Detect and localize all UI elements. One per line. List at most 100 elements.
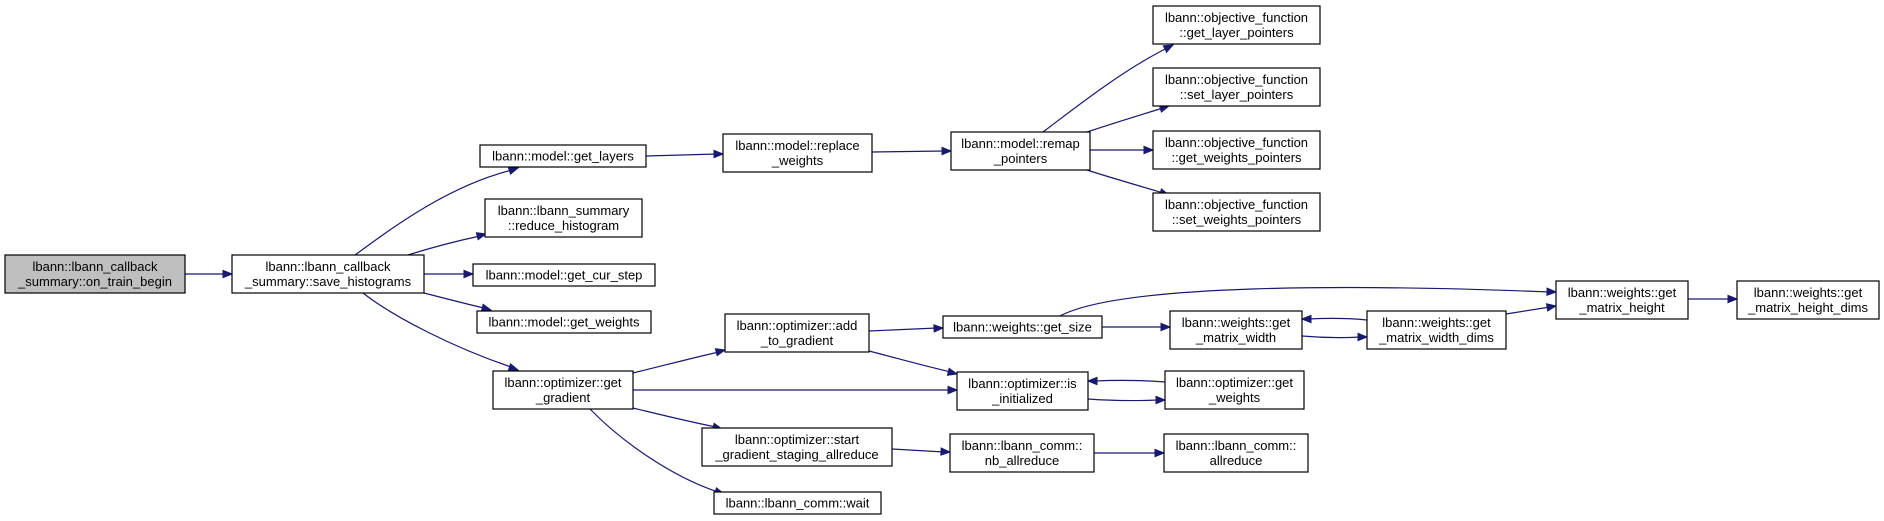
node-label-line: lbann::objective_function (1165, 10, 1308, 25)
edge-line (423, 292, 485, 309)
node-box (1366, 310, 1507, 350)
edge-line (1059, 286, 1551, 317)
edge-line (891, 448, 945, 453)
edge-line (632, 407, 717, 428)
node-label-line: lbann::weights::get_size (953, 320, 1092, 335)
edge-save-histograms-to-get-weights (423, 292, 493, 312)
node-comm-allreduce[interactable]: lbann::lbann_comm::allreduce (1163, 433, 1309, 473)
node-box (701, 427, 893, 467)
node-label-line: lbann::weights::get (1382, 315, 1491, 330)
node-is-initialized[interactable]: lbann::optimizer::is_initialized (956, 371, 1089, 411)
node-get-matrix-width-dims[interactable]: lbann::weights::get_matrix_width_dims (1366, 310, 1507, 350)
node-label-line: _summary::save_histograms (244, 274, 412, 289)
arrowhead-icon (480, 303, 493, 312)
arrowhead-icon (947, 385, 959, 395)
edge-remap-pointers-to-of-set-weights-pointers (1086, 169, 1171, 197)
arrowhead-icon (1162, 44, 1175, 54)
edge-line (362, 292, 512, 368)
edge-line (354, 169, 513, 256)
node-of-set-weights-pointers[interactable]: lbann::objective_function::set_weights_p… (1152, 192, 1321, 232)
node-label-line: _weights (771, 153, 824, 168)
node-label-line: ::get_weights_pointers (1171, 150, 1302, 165)
node-of-set-layer-pointers[interactable]: lbann::objective_function::set_layer_poi… (1152, 67, 1321, 107)
node-get-matrix-height[interactable]: lbann::weights::get_matrix_height (1555, 280, 1689, 320)
node-start-gradient-staging[interactable]: lbann::optimizer::start_gradient_staging… (701, 427, 893, 467)
node-box (476, 310, 652, 334)
edge-save-histograms-to-get-cur-step (424, 269, 475, 279)
node-label-line: ::set_weights_pointers (1172, 212, 1302, 227)
edge-optimizer-get-gradient-to-add-to-gradient (632, 348, 727, 374)
node-label-line: lbann::objective_function (1165, 197, 1308, 212)
edge-line (871, 150, 946, 153)
arrowhead-icon (1546, 287, 1558, 297)
node-box (484, 198, 643, 238)
node-add-to-gradient[interactable]: lbann::optimizer::add_to_gradient (724, 313, 870, 353)
node-label-line: _gradient (535, 390, 591, 405)
node-get-weights[interactable]: lbann::model::get_weights (476, 310, 652, 334)
arrowhead-icon (1143, 145, 1155, 155)
arrowhead-icon (1545, 303, 1558, 312)
node-box (1169, 310, 1303, 350)
node-label-line: _summary::on_train_begin (17, 274, 172, 289)
node-nb-allreduce[interactable]: lbann::lbann_comm::nb_allreduce (949, 433, 1095, 473)
node-box (472, 263, 656, 287)
edge-start-gradient-staging-to-nb-allreduce (891, 447, 952, 456)
node-replace-weights[interactable]: lbann::model::replace_weights (722, 133, 873, 173)
node-of-get-weights-pointers[interactable]: lbann::objective_function::get_weights_p… (1152, 130, 1321, 170)
arrowhead-icon (507, 363, 520, 372)
node-get-layers[interactable]: lbann::model::get_layers (479, 144, 647, 168)
node-label-line: lbann::lbann_comm:: (962, 438, 1083, 453)
node-label-line: _matrix_width_dims (1378, 330, 1494, 345)
node-label-line: lbann::optimizer::is (968, 376, 1077, 391)
edge-on-train-begin-to-save-histograms (185, 269, 234, 279)
arrowhead-icon (1086, 376, 1098, 386)
arrowhead-icon (1300, 314, 1312, 324)
edge-line (407, 235, 481, 256)
edge-is-initialized-to-optimizer-get-weights (1087, 395, 1167, 405)
node-get-cur-step[interactable]: lbann::model::get_cur_step (472, 263, 656, 287)
edge-add-to-gradient-to-weights-get-size (868, 324, 945, 333)
edge-get-matrix-height-to-get-matrix-height-dims (1688, 294, 1739, 304)
node-label-line: lbann::optimizer::start (735, 432, 860, 447)
node-save-histograms[interactable]: lbann::lbann_callback_summary::save_hist… (231, 254, 425, 294)
node-label-line: lbann::optimizer::get (504, 375, 621, 390)
node-label-line: lbann::model::get_weights (488, 315, 640, 330)
arrowhead-icon (713, 149, 725, 159)
node-box (1152, 130, 1321, 170)
node-optimizer-get-gradient[interactable]: lbann::optimizer::get_gradient (492, 370, 634, 410)
edge-save-histograms-to-reduce-histogram (407, 232, 488, 256)
node-reduce-histogram[interactable]: lbann::lbann_summary::reduce_histogram (484, 198, 643, 238)
node-label-line: ::get_layer_pointers (1179, 25, 1294, 40)
node-box (1555, 280, 1689, 320)
node-label-line: lbann::weights::get (1182, 315, 1291, 330)
node-comm-wait[interactable]: lbann::lbann_comm::wait (713, 491, 882, 515)
node-get-matrix-height-dims[interactable]: lbann::weights::get_matrix_height_dims (1736, 280, 1880, 320)
node-label-line: lbann::lbann_callback (32, 259, 158, 274)
node-weights-get-size[interactable]: lbann::weights::get_size (942, 315, 1103, 339)
edge-line (868, 350, 952, 373)
node-label-line: _to_gradient (760, 333, 834, 348)
arrowhead-icon (222, 269, 234, 279)
node-box (4, 254, 186, 294)
edge-get-layers-to-replace-weights (645, 149, 725, 159)
node-label-line: lbann::optimizer::get (1176, 375, 1293, 390)
edge-line (1301, 335, 1362, 339)
node-label-line: lbann::model::get_layers (492, 149, 634, 164)
node-label-line: ::reduce_histogram (508, 218, 619, 233)
node-box (1736, 280, 1880, 320)
node-get-matrix-width[interactable]: lbann::weights::get_matrix_width (1169, 310, 1303, 350)
node-label-line: _matrix_height (1578, 300, 1665, 315)
node-label-line: lbann::model::replace (735, 138, 859, 153)
node-label-line: lbann::lbann_comm:: (1176, 438, 1297, 453)
node-on-train-begin[interactable]: lbann::lbann_callback_summary::on_train_… (4, 254, 186, 294)
node-box (479, 144, 647, 168)
node-remap-pointers[interactable]: lbann::model::remap_pointers (950, 131, 1091, 171)
edge-line (1086, 169, 1164, 194)
edge-line (1087, 398, 1160, 402)
node-optimizer-get-weights[interactable]: lbann::optimizer::get_weights (1164, 370, 1305, 410)
arrowhead-icon (1154, 448, 1166, 458)
node-of-get-layer-pointers[interactable]: lbann::objective_function::get_layer_poi… (1152, 5, 1321, 45)
node-label-line: lbann::weights::get (1568, 285, 1677, 300)
arrowhead-icon (463, 269, 475, 279)
node-label-line: _weights (1208, 390, 1261, 405)
